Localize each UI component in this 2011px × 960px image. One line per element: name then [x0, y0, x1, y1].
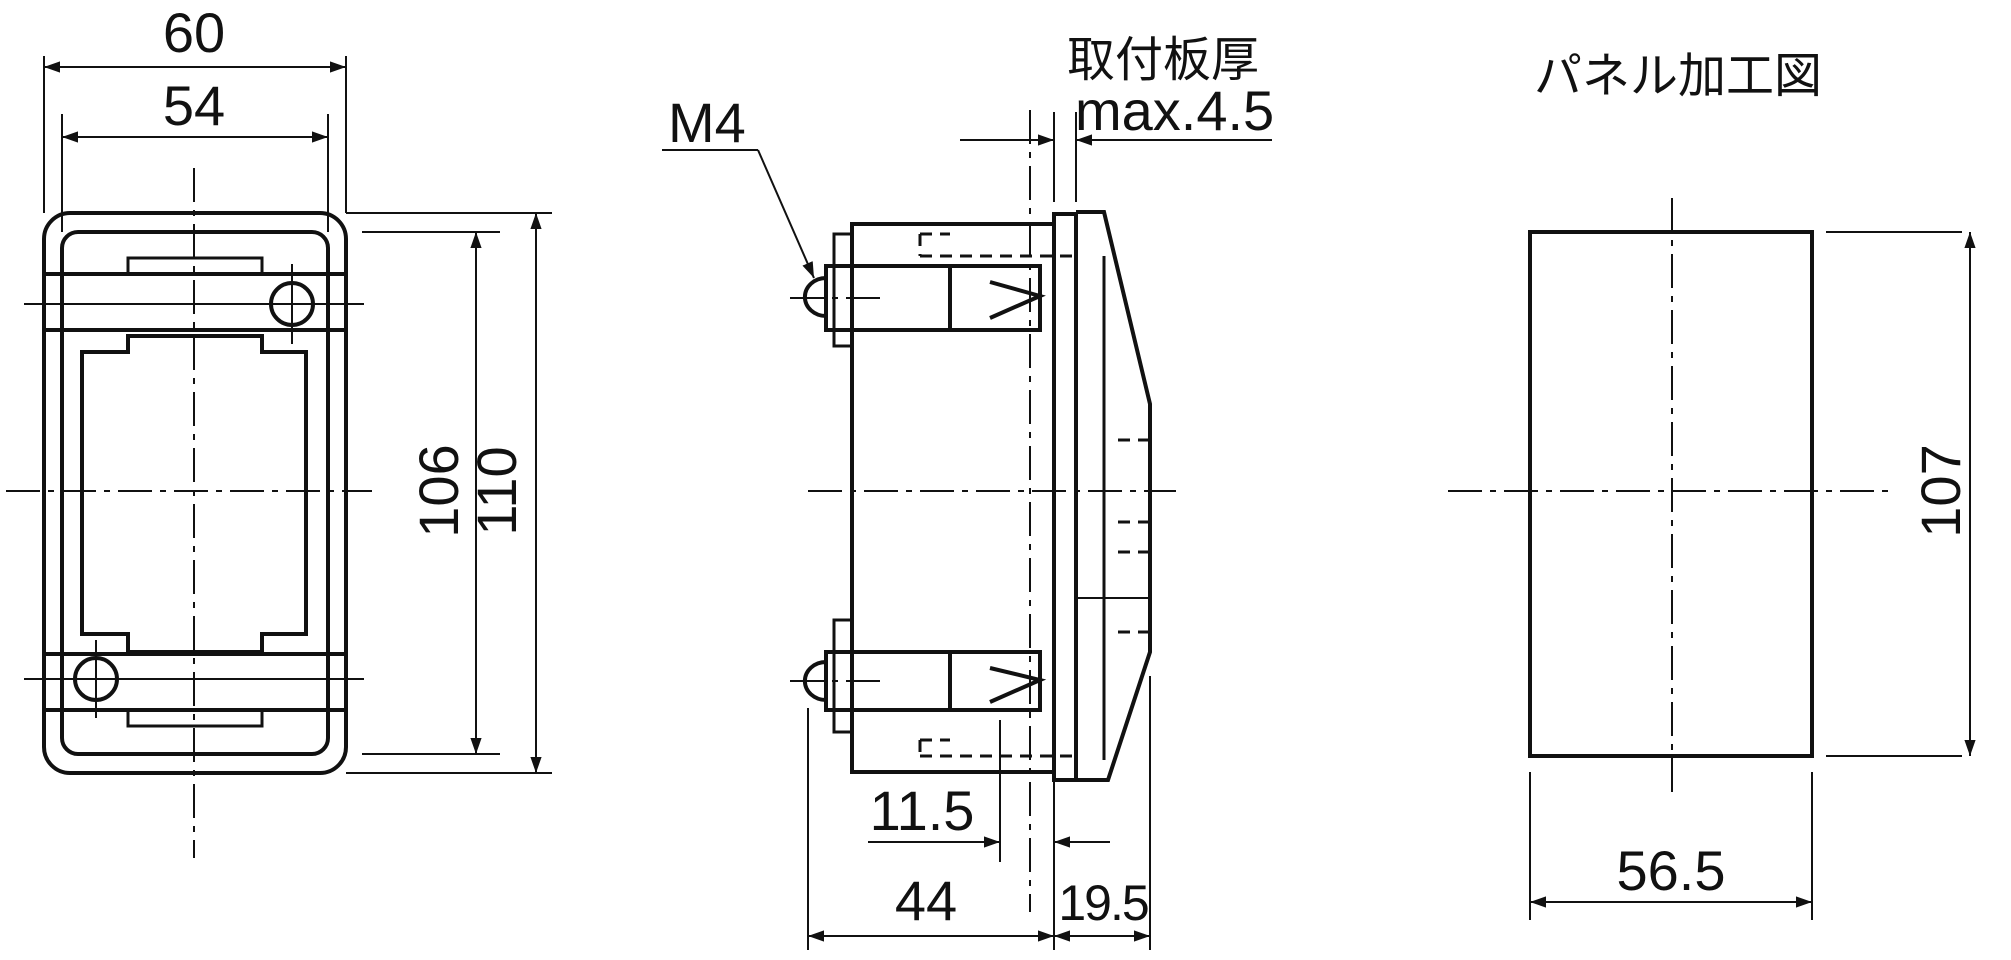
dim-width-inner: 54 [163, 74, 225, 137]
front-window [80, 334, 308, 654]
dim-cutout-width: 56.5 [1617, 839, 1726, 902]
side-bezel [1076, 210, 1152, 782]
panel-thickness-title: 取付板厚 [1067, 32, 1259, 88]
panel-thickness-value: max.4.5 [1075, 79, 1274, 142]
dim-body-depth: 44 [895, 869, 957, 932]
screw-label: M4 [668, 91, 746, 154]
front-view: 60 54 106 110 [6, 1, 552, 858]
panel-cutout-title: パネル加工図 [1534, 48, 1822, 104]
dim-height-inner: 106 [407, 444, 470, 537]
front-bottom-tab [126, 708, 264, 728]
dim-front-depth: 19.5 [1058, 875, 1148, 931]
dim-cutout-height: 107 [1909, 444, 1972, 537]
side-body [850, 222, 1056, 774]
dim-width-outer: 60 [163, 1, 225, 64]
side-view: M4 取付板厚 max.4.5 11.5 44 19.5 [662, 32, 1274, 950]
panel-cutout-view: パネル加工図 107 56.5 [1448, 48, 1976, 920]
dim-height-outer: 110 [465, 446, 528, 535]
side-panel-plate [1052, 212, 1078, 782]
dim-terminal: 11.5 [870, 779, 975, 842]
